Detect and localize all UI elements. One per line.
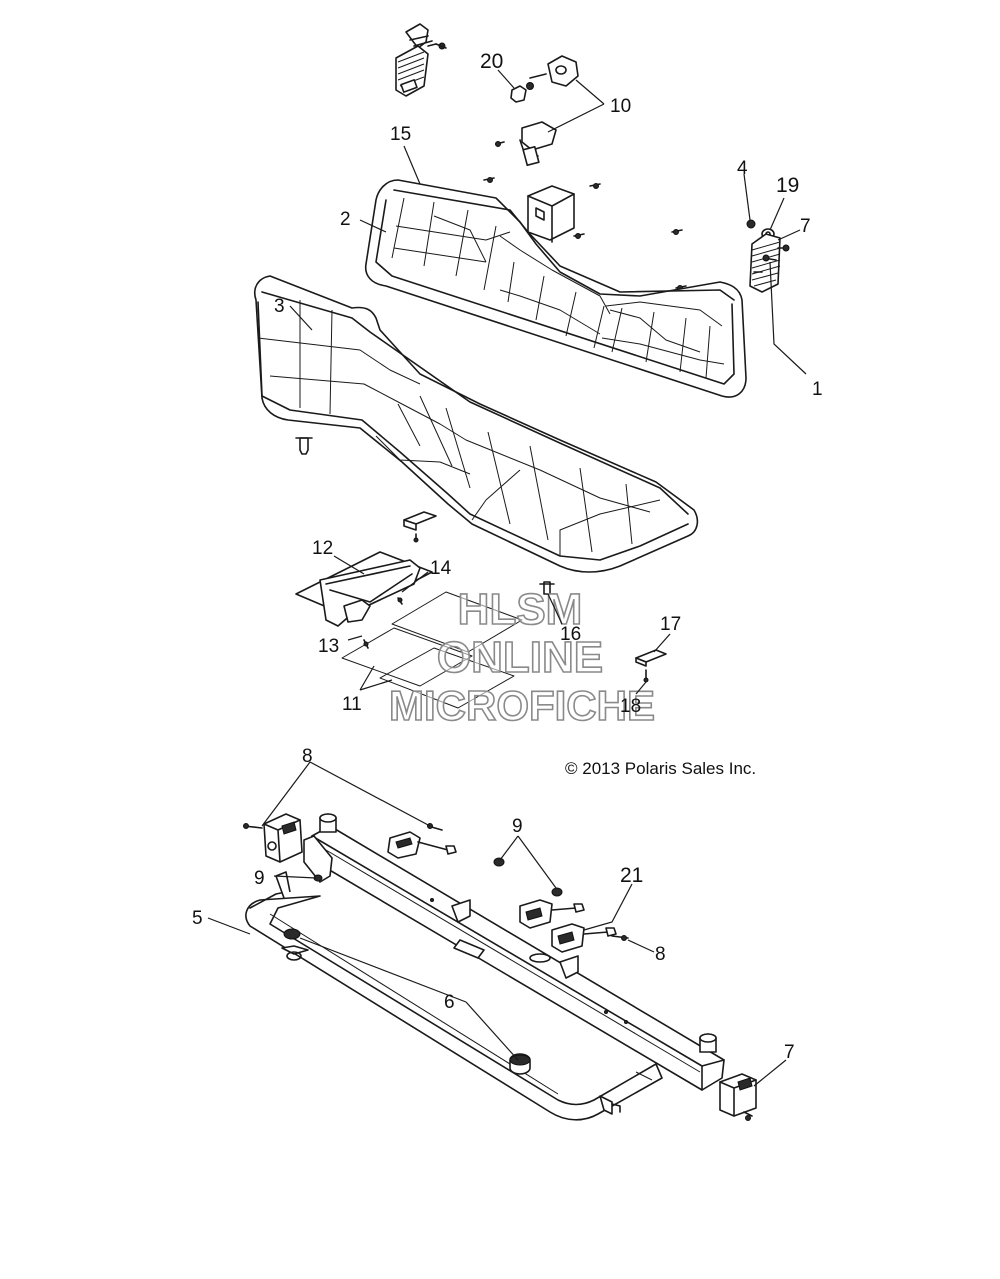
cross-beam bbox=[303, 813, 725, 1091]
callout-9-left: 9 bbox=[254, 868, 265, 889]
callout-8-top: 8 bbox=[302, 746, 313, 767]
watermark-line-1: HLSM bbox=[458, 585, 583, 634]
callout-17: 17 bbox=[660, 614, 681, 635]
watermark-line-2: ONLINE bbox=[437, 633, 603, 682]
callout-7-bottom: 7 bbox=[784, 1042, 795, 1063]
screw-1 bbox=[762, 254, 777, 262]
callout-19: 19 bbox=[776, 174, 799, 197]
callout-6: 6 bbox=[444, 992, 455, 1013]
seat-frame bbox=[245, 871, 663, 1121]
nut-9 bbox=[313, 874, 323, 882]
callout-1: 1 bbox=[812, 379, 823, 400]
callout-13: 13 bbox=[318, 636, 339, 657]
leader-lines bbox=[207, 69, 807, 1087]
callout-4: 4 bbox=[737, 158, 748, 179]
callout-16: 16 bbox=[560, 624, 581, 645]
callout-numbers: 1 2 3 4 5 6 7 7 8 8 9 9 10 11 12 13 14 1… bbox=[192, 50, 823, 1063]
callout-2: 2 bbox=[340, 209, 351, 230]
seat-latch-assembly bbox=[495, 55, 579, 167]
callout-3: 3 bbox=[274, 296, 285, 317]
callout-21: 21 bbox=[620, 864, 643, 887]
watermark-line-3: MICROFICHE bbox=[389, 682, 655, 729]
plate-17-and-clip-18 bbox=[635, 649, 667, 683]
callout-9-top: 9 bbox=[512, 816, 523, 837]
callout-11: 11 bbox=[342, 694, 362, 715]
copyright-notice: © 2013 Polaris Sales Inc. bbox=[565, 759, 756, 778]
bench-seat-back bbox=[364, 179, 747, 398]
callout-8-right: 8 bbox=[655, 944, 666, 965]
callout-15: 15 bbox=[390, 124, 411, 145]
callout-7-top: 7 bbox=[800, 216, 811, 237]
seat-belt-buckles-right bbox=[493, 857, 629, 953]
callout-18: 18 bbox=[620, 696, 641, 717]
seat-back-block bbox=[527, 185, 575, 243]
clip-16 bbox=[539, 581, 555, 595]
callout-20: 20 bbox=[480, 50, 503, 73]
callout-10: 10 bbox=[610, 96, 631, 117]
spring-boot-right bbox=[746, 219, 790, 293]
cover-12-and-bracket-14 bbox=[295, 551, 433, 627]
seat-belt-retractor-right bbox=[719, 1073, 757, 1121]
pads-11 bbox=[341, 591, 523, 709]
seat-belt-retractor-left bbox=[243, 813, 303, 863]
callout-14: 14 bbox=[430, 558, 452, 579]
callout-5: 5 bbox=[192, 908, 203, 929]
cushion-stud bbox=[295, 437, 313, 455]
bench-seat-cushion bbox=[254, 275, 699, 573]
seat-belt-buckle-left bbox=[387, 823, 457, 859]
watermark: HLSM ONLINE MICROFICHE bbox=[388, 584, 656, 730]
spring-boot-left bbox=[395, 23, 447, 97]
callout-12: 12 bbox=[312, 538, 333, 559]
bracket-top-pad bbox=[403, 511, 437, 543]
